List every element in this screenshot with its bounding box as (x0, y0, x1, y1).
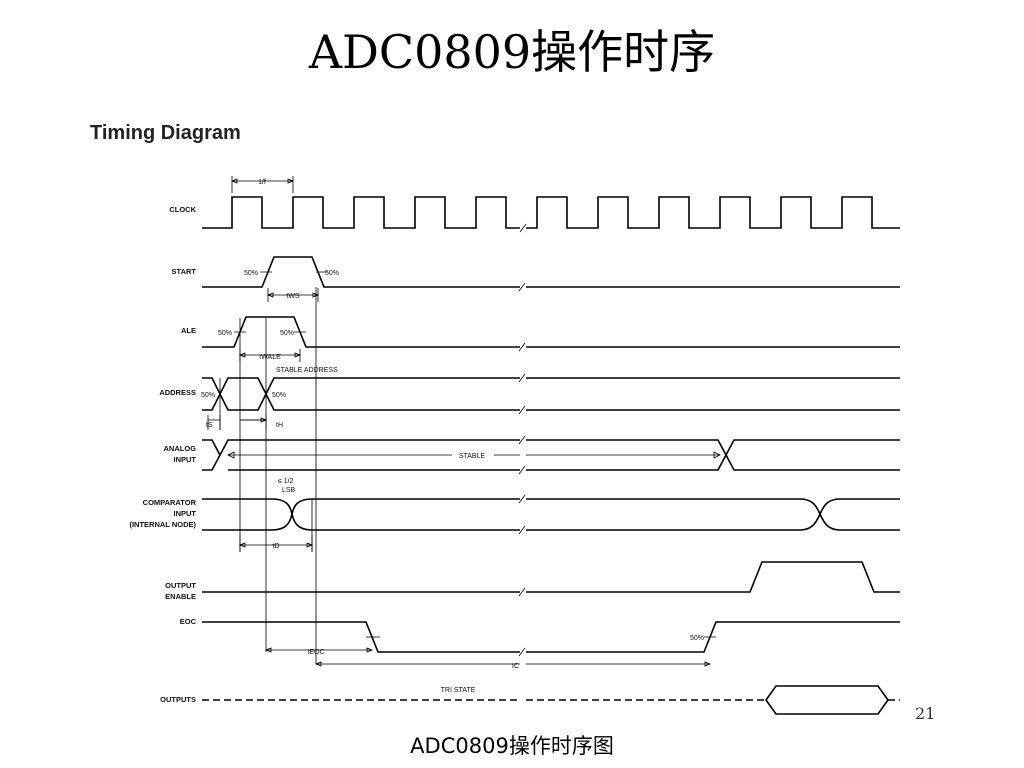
analog-break (518, 435, 526, 475)
label-eoc: EOC (180, 617, 197, 626)
address-break (518, 373, 526, 415)
oe-break (518, 587, 526, 597)
ann-addr-50-right: 50% (272, 392, 286, 399)
ann-t-d: tD (273, 543, 280, 550)
label-analog-input-2: INPUT (174, 455, 197, 464)
start-break (518, 282, 526, 292)
label-comparator-3: (INTERNAL NODE) (129, 520, 196, 529)
ann-clock-period: 1/f (258, 179, 266, 186)
label-analog-input-1: ANALOG (164, 444, 197, 453)
ann-eoc-50: 50% (690, 635, 704, 642)
ale-wave (202, 316, 900, 348)
ann-start-50-right: 50% (325, 270, 339, 277)
ann-stable-address: STABLE ADDRESS (276, 367, 338, 374)
ann-start-50-left: 50% (244, 270, 258, 277)
address-wave (202, 377, 900, 411)
eoc-wave (202, 621, 900, 653)
comparator-break (518, 494, 526, 535)
ann-ale-50-left: 50% (218, 330, 232, 337)
slide-caption: ADC0809操作时序图 (410, 734, 614, 758)
ann-addr-50-left: 50% (201, 392, 215, 399)
clock-wave (202, 196, 900, 229)
diagram-heading: Timing Diagram (90, 122, 241, 144)
t-eoc-marker (264, 647, 374, 653)
label-outputs: OUTPUTS (160, 695, 196, 704)
t-c-marker (314, 661, 712, 667)
ann-ale-50-right: 50% (280, 330, 294, 337)
label-comparator-1: COMPARATOR (143, 498, 197, 507)
clock-break (519, 223, 527, 233)
ale-break (518, 342, 526, 352)
output-enable-wave (202, 561, 900, 593)
ann-tri-state: TRI STATE (441, 687, 476, 694)
guide-lines (219, 287, 317, 664)
comparator-wave (202, 498, 900, 531)
stable-arrow (227, 451, 721, 459)
t-h-marker (240, 415, 268, 430)
ann-stable: STABLE (459, 453, 486, 460)
ann-t-c: tC (512, 663, 519, 670)
label-start: START (172, 267, 197, 276)
ann-half-lsb-2: LSB (282, 487, 296, 494)
ann-t-ws: tWS (286, 293, 300, 300)
t-ws-marker (266, 288, 320, 302)
clock-period-marker (230, 176, 295, 193)
label-ale: ALE (181, 326, 196, 335)
eoc-break (518, 647, 526, 657)
ann-t-h: tH (276, 422, 283, 429)
label-clock: CLOCK (169, 205, 196, 214)
label-output-enable-2: ENABLE (165, 592, 196, 601)
ann-t-s: tS (206, 422, 213, 429)
page-number: 21 (915, 704, 936, 723)
slide-title: ADC0809操作时序 (308, 25, 716, 79)
outputs-data-wave (765, 685, 889, 715)
ann-half-lsb-1: ≤ 1/2 (278, 478, 294, 485)
start-wave (202, 256, 900, 288)
label-comparator-2: INPUT (174, 509, 197, 518)
label-address: ADDRESS (159, 388, 196, 397)
label-output-enable-1: OUTPUT (165, 581, 196, 590)
analog-input-wave (202, 439, 900, 471)
ann-t-wale: tWALE (259, 354, 281, 361)
